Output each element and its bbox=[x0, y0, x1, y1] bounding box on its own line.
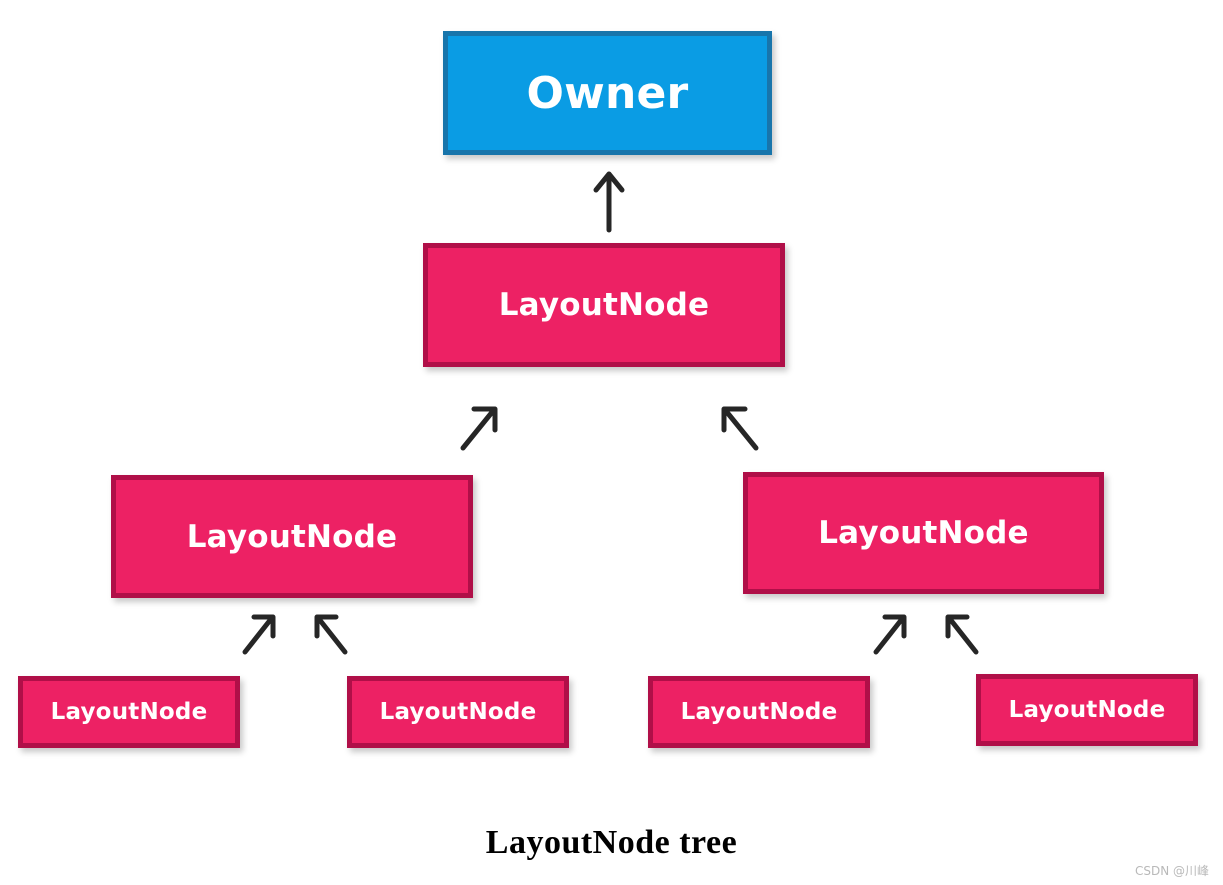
arrow-up-right-left-child-to-root bbox=[457, 404, 501, 452]
arrow-up-layoutnode-to-owner bbox=[586, 170, 632, 233]
node-layoutnode-left[interactable]: LayoutNode bbox=[111, 475, 473, 598]
arrow-up-right-leaf1-to-left-child bbox=[239, 612, 279, 656]
arrow-up-left-leaf2-to-left-child bbox=[311, 612, 351, 656]
node-layoutnode-leaf-2[interactable]: LayoutNode bbox=[347, 676, 569, 748]
node-layoutnode-right[interactable]: LayoutNode bbox=[743, 472, 1104, 594]
csdn-watermark: CSDN @川峰 bbox=[1134, 864, 1209, 878]
node-owner[interactable]: Owner bbox=[443, 31, 772, 155]
arrow-up-left-leaf4-to-right-child bbox=[942, 612, 982, 656]
diagram-caption: LayoutNode tree bbox=[485, 824, 738, 861]
node-layoutnode-leaf-3[interactable]: LayoutNode bbox=[648, 676, 870, 748]
arrow-up-right-leaf3-to-right-child bbox=[870, 612, 910, 656]
node-layoutnode-leaf-4[interactable]: LayoutNode bbox=[976, 674, 1198, 746]
node-layoutnode-leaf-1[interactable]: LayoutNode bbox=[18, 676, 240, 748]
node-layoutnode-root[interactable]: LayoutNode bbox=[423, 243, 785, 367]
arrow-up-left-right-child-to-root bbox=[718, 404, 762, 452]
